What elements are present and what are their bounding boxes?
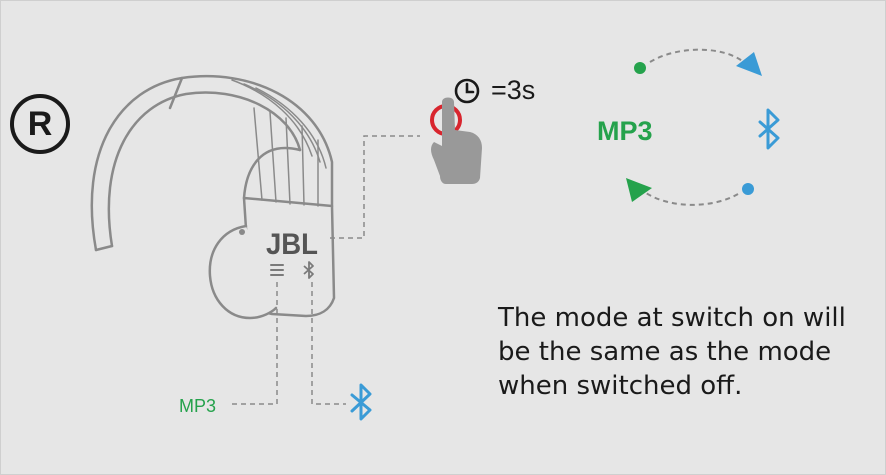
- earbud-bluetooth-icon: [303, 261, 314, 279]
- jbl-logo: JBL: [266, 228, 318, 261]
- finger-press-icon: [430, 97, 482, 184]
- earbud-illustration: [90, 74, 336, 320]
- mp3-legend-label: MP3: [179, 396, 217, 416]
- arrow-to-bluetooth: [649, 48, 749, 67]
- mode-switch-cycle: [626, 48, 780, 206]
- note-line-1: The mode at switch on will: [498, 303, 846, 333]
- note-line-2: be the same as the mode: [498, 337, 832, 367]
- clock-icon: [454, 78, 480, 104]
- arrow-head-blue: [736, 52, 762, 76]
- press-duration-label: =3s: [491, 75, 536, 105]
- bluetooth-icon: [758, 108, 780, 150]
- mode-memory-note: The mode at switch on will be the same a…: [498, 301, 878, 403]
- bluetooth-legend-icon: [350, 383, 372, 421]
- bluetooth-mode-dot: [742, 183, 754, 195]
- right-side-marker: R: [10, 94, 70, 154]
- note-line-3: when switched off.: [498, 371, 743, 401]
- mp3-mode-dot: [634, 62, 646, 74]
- leader-lines: [232, 135, 420, 405]
- arrow-to-mp3: [641, 189, 739, 206]
- music-mode-indicator-icon: [270, 264, 284, 276]
- mp3-mode-label: MP3: [597, 116, 653, 146]
- arrow-head-green: [626, 178, 652, 202]
